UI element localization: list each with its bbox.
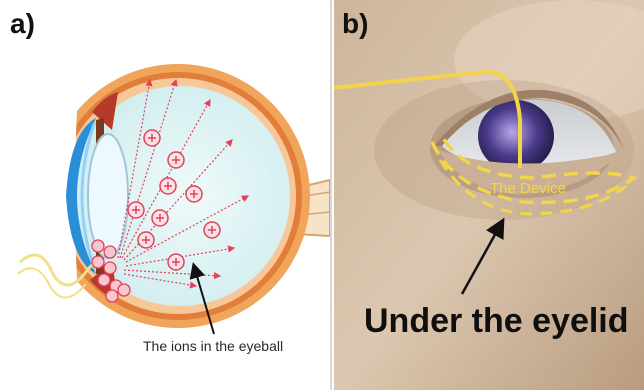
lens [88,134,128,258]
eye-cross-section-diagram [0,0,330,390]
eyelid-caption: Under the eyelid [364,302,629,341]
ions-caption: The ions in the eyeball [143,338,283,354]
panel-b: b) The Device Under the eyelid [334,0,644,390]
panel-label-b: b) [342,8,368,40]
panel-a: a) The ions in the eyeball [0,0,332,390]
device-label: The Device [490,180,566,197]
iris [478,100,554,172]
panel-label-a: a) [10,8,35,40]
